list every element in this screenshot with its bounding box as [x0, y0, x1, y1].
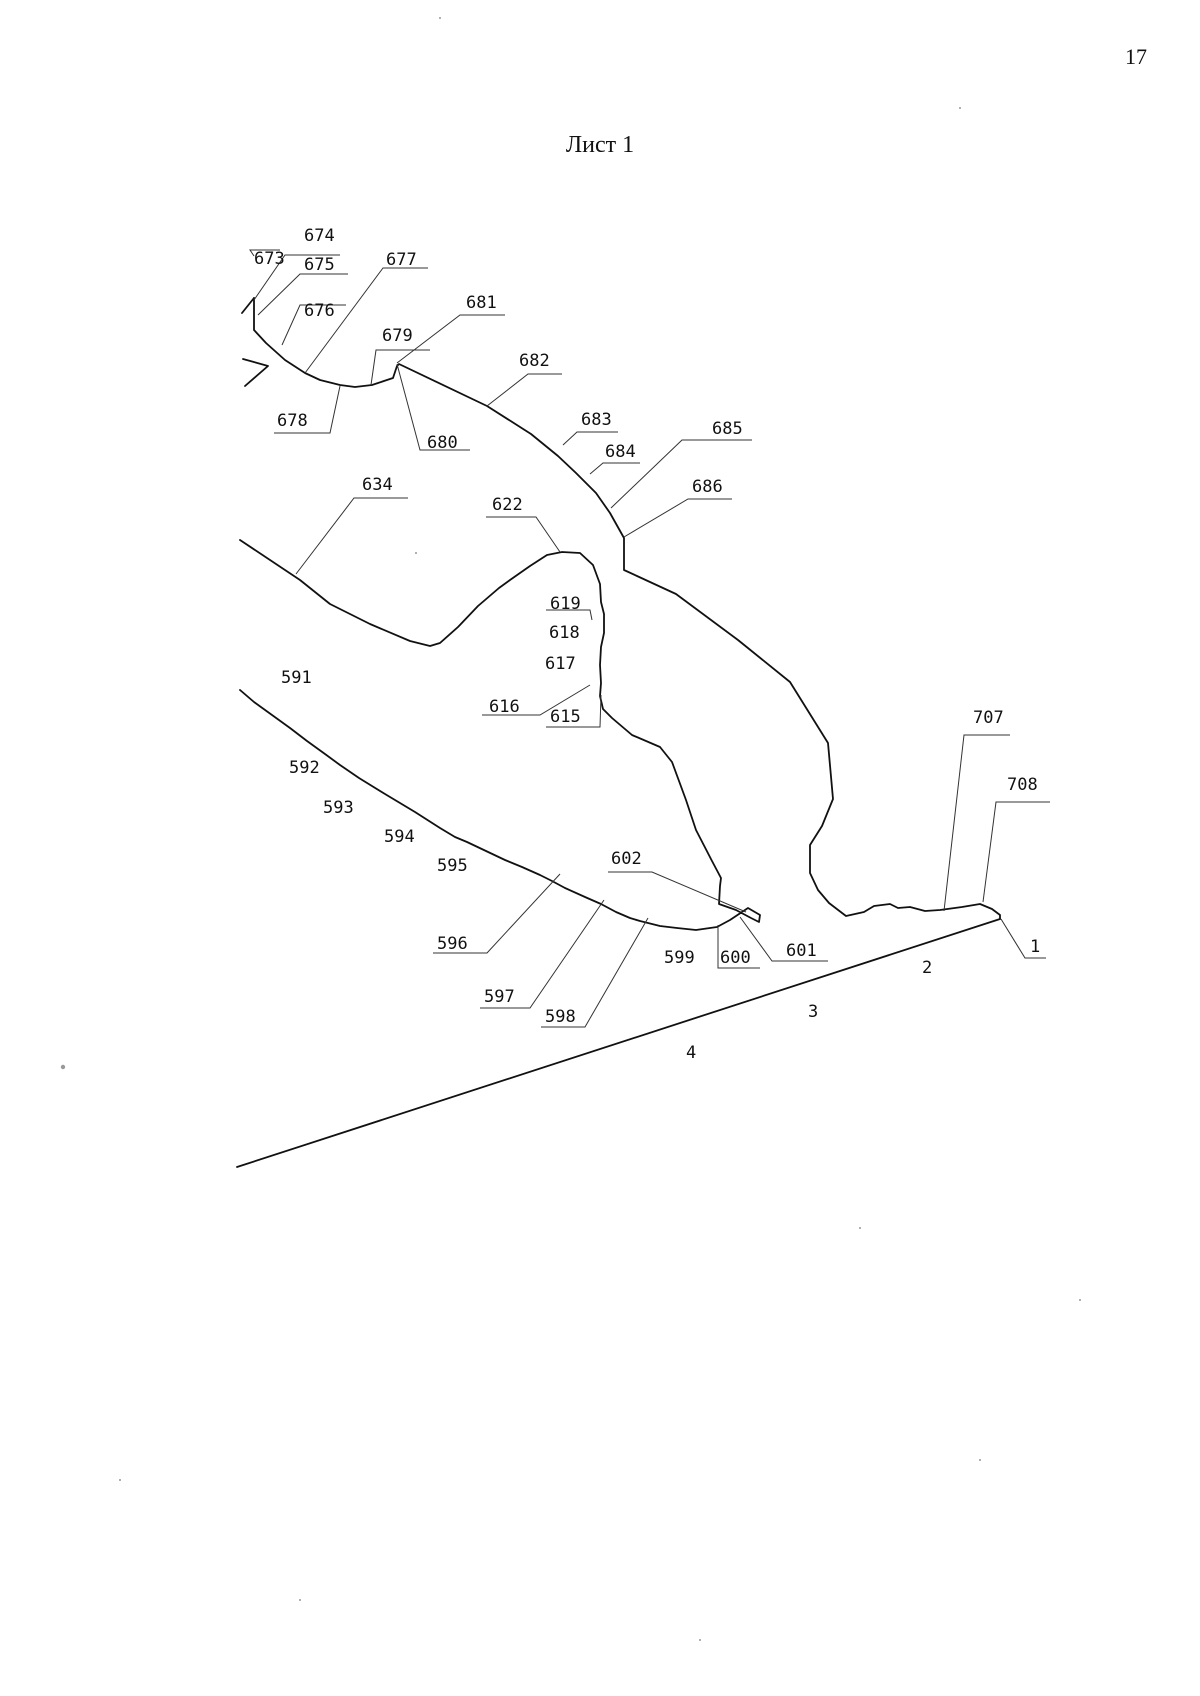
- label-674: 674: [304, 226, 335, 246]
- label-683: 683: [581, 410, 612, 430]
- page-number: 17: [1125, 44, 1147, 69]
- label-618: 618: [549, 623, 580, 643]
- boundary-line-top-left-stub: [241, 297, 255, 314]
- boundary-line-lower-left: [236, 918, 1001, 1168]
- label-680: 680: [427, 433, 458, 453]
- sheet-title: Лист 1: [565, 132, 635, 158]
- label-678: 678: [277, 411, 308, 431]
- label-675: 675: [304, 255, 335, 275]
- boundary-line-top-coast: [253, 297, 1001, 920]
- label-599: 599: [664, 948, 695, 968]
- leader-lines: [249, 249, 1050, 1028]
- label-679: 679: [382, 326, 413, 346]
- label-673: 673: [254, 249, 285, 269]
- label-600: 600: [720, 948, 751, 968]
- scan-specks: [60, 17, 1081, 1641]
- label-681: 681: [466, 293, 497, 313]
- label-1: 1: [1030, 937, 1040, 957]
- label-616: 616: [489, 697, 520, 717]
- label-708: 708: [1007, 775, 1038, 795]
- label-2: 2: [922, 958, 932, 978]
- label-707: 707: [973, 708, 1004, 728]
- boundary-line-inner-tongue: [239, 539, 761, 931]
- label-677: 677: [386, 250, 417, 270]
- label-685: 685: [712, 419, 743, 439]
- label-602: 602: [611, 849, 642, 869]
- label-601: 601: [786, 941, 817, 961]
- label-3: 3: [808, 1002, 818, 1022]
- label-615: 615: [550, 707, 581, 727]
- label-4: 4: [686, 1043, 696, 1063]
- label-682: 682: [519, 351, 550, 371]
- label-598: 598: [545, 1007, 576, 1027]
- label-622: 622: [492, 495, 523, 515]
- label-617: 617: [545, 654, 576, 674]
- label-676: 676: [304, 301, 335, 321]
- point-labels: 1 2 3 4 591 592 593 594 595 596 597 598 …: [254, 226, 1040, 1063]
- label-595: 595: [437, 856, 468, 876]
- label-634: 634: [362, 475, 393, 495]
- label-684: 684: [605, 442, 636, 462]
- boundary-line-left-notch: [242, 358, 269, 387]
- label-593: 593: [323, 798, 354, 818]
- label-619: 619: [550, 594, 581, 614]
- label-596: 596: [437, 934, 468, 954]
- label-592: 592: [289, 758, 320, 778]
- label-597: 597: [484, 987, 515, 1007]
- label-591: 591: [281, 668, 312, 688]
- label-594: 594: [384, 827, 415, 847]
- label-686: 686: [692, 477, 723, 497]
